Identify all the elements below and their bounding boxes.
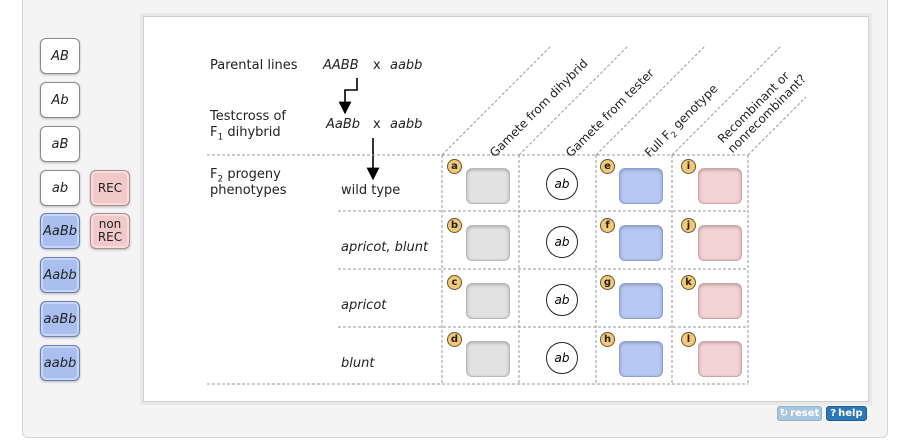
tester-gamete-4: ab [546,342,578,374]
drop-box-g[interactable] [619,283,663,319]
tile-rec[interactable]: REC [90,170,130,206]
badge-k: k [681,275,696,290]
tester-gamete-1: ab [546,168,578,200]
badge-f: f [600,218,615,233]
tile-ab[interactable]: ab [40,170,80,206]
tile-aaBb[interactable]: aaBb [40,301,80,337]
testcross-right: aabb [390,117,423,132]
badge-g: g [600,275,615,290]
progeny-f: F [210,167,218,182]
reset-label: reset [790,408,820,419]
tile-nonrec-line1: non [98,217,122,231]
badge-h: h [600,332,615,347]
parental-cross-x: x [373,58,381,73]
progeny-rest: progeny [223,167,281,182]
reset-button[interactable]: ↻reset [777,406,822,421]
drop-box-f[interactable] [619,225,663,261]
badge-i: i [681,159,696,174]
badge-b: b [447,218,462,233]
phenotype-apricot: apricot [341,298,387,313]
drop-box-l[interactable] [698,341,742,377]
drop-box-j[interactable] [698,225,742,261]
phenotype-apricot-blunt: apricot, blunt [341,240,429,255]
tile-AB[interactable]: AB [40,38,80,74]
testcross-sub: 1 [217,132,224,143]
drop-box-h[interactable] [619,341,663,377]
help-icon: ? [830,408,837,419]
tile-Ab[interactable]: Ab [40,82,80,118]
badge-l: l [681,332,696,347]
parental-cross-left: AABB [323,58,359,73]
badge-c: c [447,275,462,290]
phenotype-blunt: blunt [341,356,375,371]
badge-j: j [681,218,696,233]
tile-aabb[interactable]: aabb [40,345,80,381]
progeny-sub: 2 [217,174,224,185]
badge-e: e [600,159,615,174]
tile-AaBb[interactable]: AaBb [40,213,80,249]
parental-cross-right: aabb [390,58,423,73]
phenotype-wild-type: wild type [341,183,401,198]
tile-Aabb[interactable]: Aabb [40,257,80,293]
testcross-f: F [210,125,218,140]
drop-box-a[interactable] [466,168,510,204]
drop-box-b[interactable] [466,225,510,261]
tester-gamete-3: ab [546,284,578,316]
parental-lines-label: Parental lines [210,58,298,73]
drop-box-i[interactable] [698,168,742,204]
tile-aB[interactable]: aB [40,126,80,162]
drop-box-c[interactable] [466,283,510,319]
testcross-label-line1: Testcross of [210,109,286,124]
drop-box-k[interactable] [698,283,742,319]
tile-nonrec[interactable]: non REC [90,213,130,249]
testcross-rest: dihybrid [223,125,281,140]
arrow-parental-to-testcross [338,78,358,115]
badge-d: d [447,332,462,347]
tester-gamete-2: ab [546,226,578,258]
progeny-label-line2: phenotypes [210,183,287,198]
drop-box-e[interactable] [619,168,663,204]
testcross-label-line2: F1 dihybrid [210,125,281,143]
testcross-left: AaBb [326,117,361,132]
testcross-x: x [373,117,381,132]
badge-a: a [447,159,462,174]
progeny-label-line1: F2 progeny [210,167,281,185]
tile-nonrec-line2: REC [97,230,123,244]
drop-box-d[interactable] [466,341,510,377]
help-button[interactable]: ?help [826,406,867,421]
help-label: help [838,408,863,419]
reset-icon: ↻ [779,408,789,419]
